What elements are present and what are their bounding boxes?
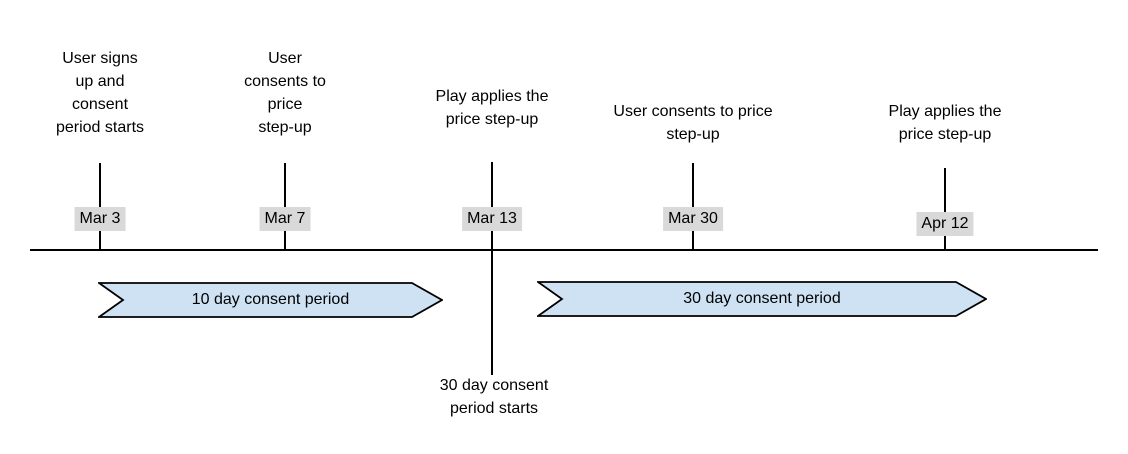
event-label-first-consent: User consents to price step-up [244, 50, 326, 136]
date-badge: Mar 13 [462, 207, 522, 231]
event-label-first-apply: Play applies the price step-up [435, 88, 549, 128]
tick-line [99, 163, 101, 250]
timeline-axis [30, 249, 1098, 251]
date-badge: Mar 30 [663, 207, 723, 231]
event-label-second-consent: User consents to price step-up [613, 103, 773, 143]
event-label-signup: User signs up and consent period starts [55, 50, 145, 136]
date-badge: Apr 12 [916, 212, 974, 236]
tick-line [944, 168, 946, 250]
tick-line-extension [491, 251, 493, 375]
date-badge: Mar 3 [74, 207, 126, 231]
period-arrow-10-day: 10 day consent period [98, 282, 443, 318]
period-label: 30 day consent period [683, 290, 841, 307]
tick-line [491, 162, 493, 250]
chevron-banner-shape [98, 282, 443, 318]
chevron-banner-shape [537, 281, 987, 317]
period-arrow-30-day: 30 day consent period [537, 281, 987, 317]
tick-line [284, 163, 286, 250]
tick-line [692, 163, 694, 250]
period-label: 10 day consent period [191, 291, 350, 308]
annotation-label: 30 day consent period starts [439, 377, 549, 417]
date-badge: Mar 7 [259, 207, 311, 231]
event-label-second-apply: Play applies the price step-up [888, 103, 1002, 143]
